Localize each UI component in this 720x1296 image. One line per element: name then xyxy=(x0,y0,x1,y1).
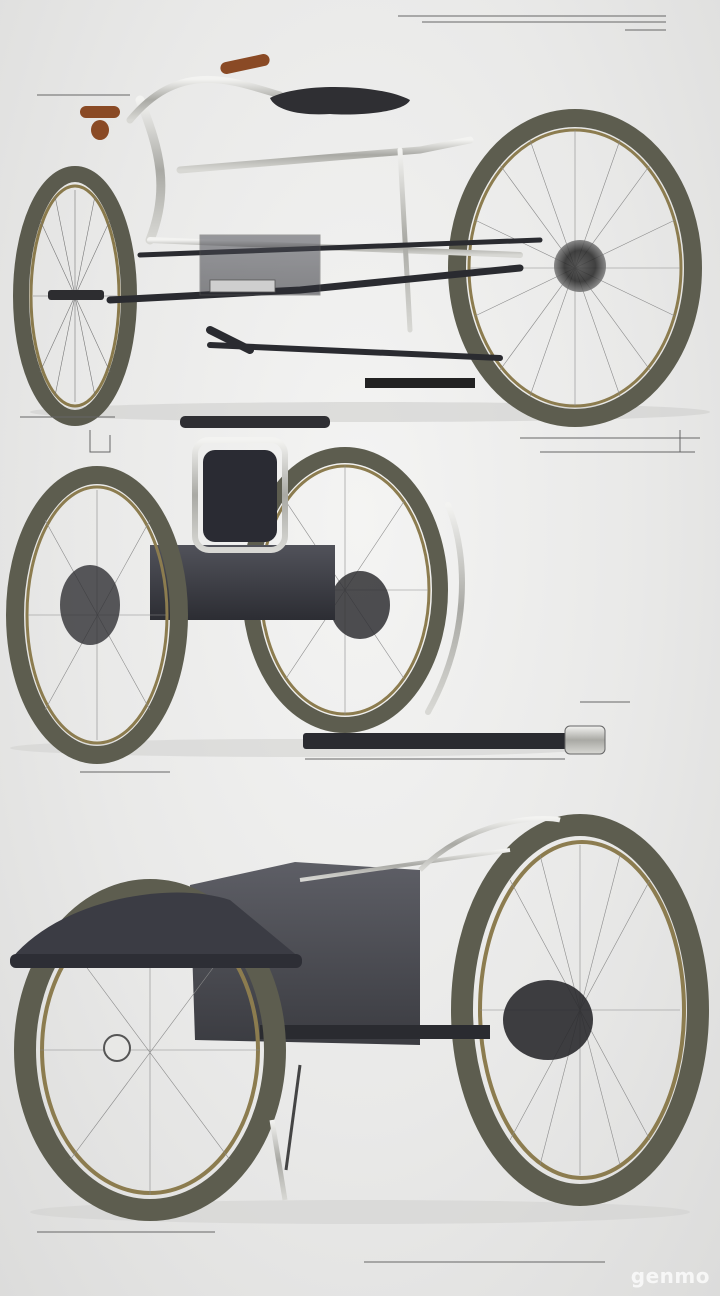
large-rear-wheel xyxy=(448,109,702,427)
saddle xyxy=(270,86,410,115)
cart-left-wheel xyxy=(6,466,188,764)
top-tricycle xyxy=(13,54,710,427)
annotation-lines xyxy=(20,15,700,1263)
bottom-left-wheel xyxy=(14,879,286,1221)
handlebar-grip xyxy=(220,54,270,74)
bottom-cart xyxy=(10,814,709,1224)
handlebar-grip-2 xyxy=(80,106,120,118)
bottom-right-wheel xyxy=(451,814,709,1206)
middle-cart xyxy=(6,416,606,880)
watermark: genmo xyxy=(630,1264,710,1288)
small-front-wheel xyxy=(13,166,137,426)
